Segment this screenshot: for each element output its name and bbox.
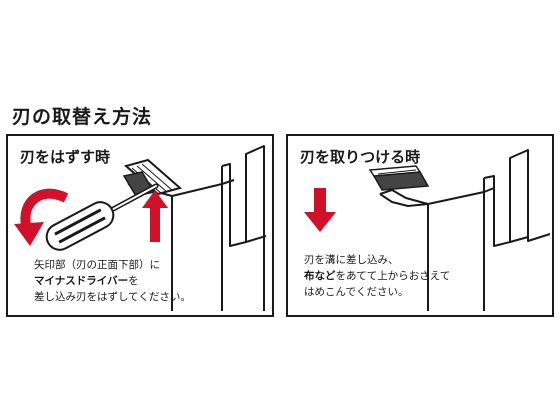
rotate-arrow-icon xyxy=(14,188,69,246)
caption-text: をあてて上からおさえて xyxy=(335,270,451,282)
blade-icon xyxy=(368,165,430,191)
caption-line: はめこんでください。 xyxy=(304,286,409,298)
caption-line: 布などをあてて上からおさえて xyxy=(304,268,450,284)
caption-line: 刃を溝に差し込み、 xyxy=(304,254,399,266)
page-title: 刃の取替え方法 xyxy=(12,106,153,128)
remove-blade-panel: 刃をはずす時 矢印部（刃の正面下部）に マイナスドライバーを 差し込み刃をはずし… xyxy=(6,134,274,317)
screwdriver-icon xyxy=(45,183,159,251)
attach-blade-title: 刃を取りつける時 xyxy=(300,148,421,166)
remove-blade-title: 刃をはずす時 xyxy=(20,148,111,166)
caption-line: マイナスドライバーを xyxy=(34,273,191,289)
attach-blade-instructions: 刃を溝に差し込み、 布などをあてて上からおさえて はめこんでください。 xyxy=(304,252,450,300)
down-arrow-icon xyxy=(304,188,336,232)
caption-emphasis: 布など xyxy=(304,270,336,282)
attach-blade-panel: 刃を取りつける時 刃を溝に差し込み、 布などをあてて上からおさえて はめこんでく… xyxy=(286,134,554,317)
remove-blade-illustration xyxy=(14,145,267,311)
up-arrow-icon xyxy=(142,190,168,242)
caption-emphasis: マイナスドライバー xyxy=(34,275,129,287)
caption-line: 矢印部（刃の正面下部）に xyxy=(34,259,160,271)
caption-line: 差し込み刃をはずしてください。 xyxy=(34,291,191,303)
attach-blade-illustration xyxy=(304,149,551,311)
caption-text: を xyxy=(128,275,139,287)
remove-blade-instructions: 矢印部（刃の正面下部）に マイナスドライバーを 差し込み刃をはずしてください。 xyxy=(34,257,191,305)
